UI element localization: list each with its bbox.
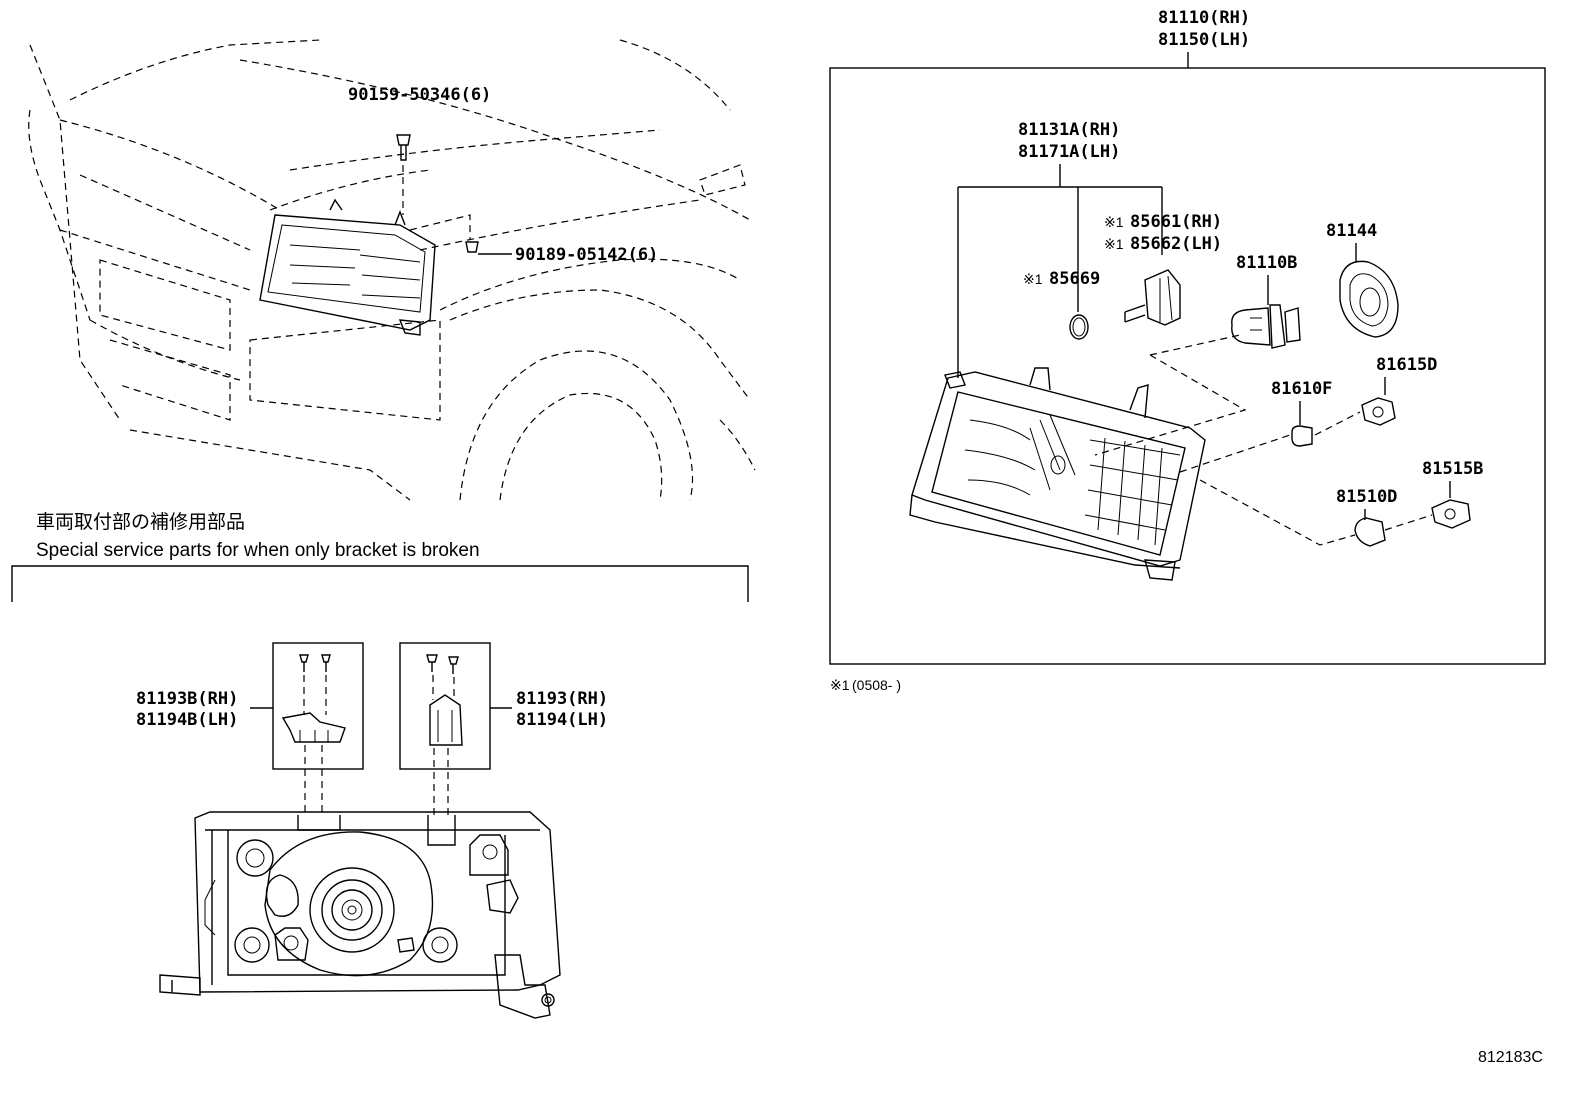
cover-label: 81144	[1326, 221, 1377, 241]
footnote-mark: ※1	[830, 677, 850, 693]
section-title-en: Special service parts for when only brac…	[36, 540, 480, 561]
bulb-a-label: 81610F	[1271, 379, 1332, 399]
assembly-frame	[829, 67, 1546, 665]
section-bracket-frame	[11, 565, 749, 602]
oring-label: 85669	[1049, 269, 1100, 289]
bulb-b-label: 81510D	[1336, 487, 1397, 507]
unit-rh-label: 81131A(RH)	[1018, 120, 1120, 140]
bracket-lh-label: 81194(LH)	[516, 710, 608, 730]
bulb-main-label: 81110B	[1236, 253, 1297, 273]
unit-leader-lines	[957, 164, 1163, 378]
bulb-b-dash	[1199, 479, 1433, 546]
section-title-jp: 車両取付部の補修用部品	[36, 511, 245, 533]
vehicle-front-sketch	[28, 39, 756, 501]
bulb-a-part	[1291, 425, 1313, 447]
assembly-rh-label: 81110(RH)	[1158, 8, 1250, 28]
clip-side-label: 90189-05142(6)	[515, 245, 658, 265]
assembly-lh-label: 81150(LH)	[1158, 30, 1250, 50]
headlamp-unit	[909, 334, 1247, 581]
socket-b-label: 81515B	[1422, 459, 1483, 479]
bracket-b-lh-label: 81194B(LH)	[136, 710, 238, 730]
headlamp-bulb	[1231, 304, 1301, 349]
socket-lh-label: 85662(LH)	[1130, 234, 1222, 254]
socket-b-part	[1431, 499, 1471, 529]
bracket-detail	[399, 642, 491, 815]
bolt-top-label: 90159-50346(6)	[348, 85, 491, 105]
bracket-b-detail	[272, 642, 364, 815]
socket-note-mark-2: ※1	[1104, 236, 1124, 252]
socket-a-part	[1361, 397, 1396, 426]
bulb-b-part	[1354, 517, 1386, 547]
headlamp-rear-view	[159, 811, 561, 1019]
socket-rh-label: 85661(RH)	[1130, 212, 1222, 232]
oring-part	[1069, 314, 1089, 340]
figure-id: 812183C	[1478, 1049, 1543, 1066]
oring-note-mark: ※1	[1023, 271, 1043, 287]
headlamp-cover	[1339, 260, 1399, 338]
footnote-text: (0508- )	[852, 677, 901, 693]
oring-inner	[1072, 317, 1086, 337]
unit-lh-label: 81171A(LH)	[1018, 142, 1120, 162]
socket-note-mark-1: ※1	[1104, 214, 1124, 230]
bracket-b-rh-label: 81193B(RH)	[136, 689, 238, 709]
headlamp-socket	[1124, 269, 1181, 326]
bracket-rh-label: 81193(RH)	[516, 689, 608, 709]
socket-a-label: 81615D	[1376, 355, 1437, 375]
bulb-a-dash	[1179, 411, 1361, 473]
